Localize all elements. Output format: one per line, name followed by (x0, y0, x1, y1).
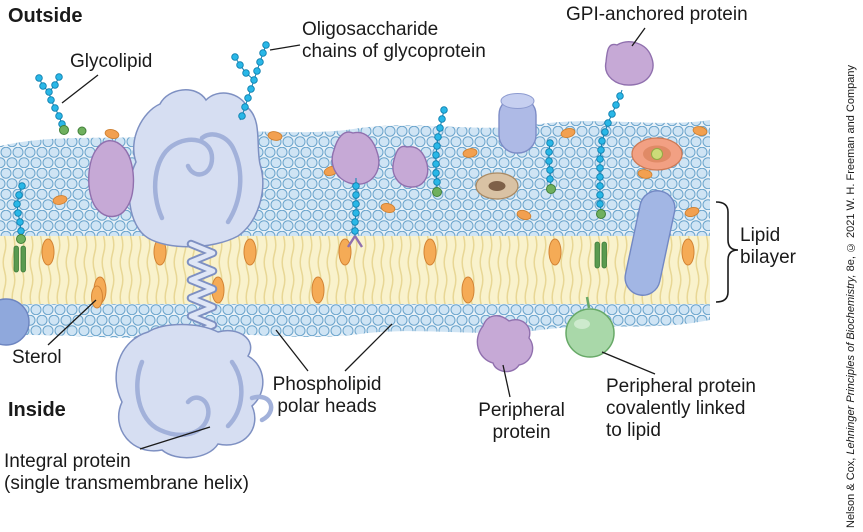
label-outside: Outside (8, 5, 83, 27)
sugar-chain-short (545, 139, 556, 194)
blue-half-disc-protein (0, 298, 30, 346)
sterol-pointed (91, 285, 103, 309)
label-inside: Inside (8, 399, 66, 421)
label-glycolipid: Glycolipid (70, 51, 153, 72)
integral-protein-upper-domain (128, 89, 264, 248)
sterol-molecules (41, 238, 695, 309)
attribution-post: 8e, © 2021 W. H. Freeman and Company (845, 64, 858, 275)
peripheral-protein (476, 315, 534, 373)
label-peripheral-protein: Peripheral protein (478, 400, 565, 444)
integral-protein (115, 89, 274, 459)
label-sterol: Sterol (12, 347, 62, 368)
salmon-pore-protein (631, 137, 683, 171)
hydrophobic-core (0, 236, 710, 306)
glycoprotein-blobs (331, 131, 429, 248)
attribution-book-title: Lehninger Principles of Biochemistry, (845, 274, 858, 455)
blue-cylinder-protein (498, 93, 537, 154)
label-peripheral-protein-lipid: Peripheral protein covalently linked to … (606, 376, 756, 442)
lipid-bilayer-brace (715, 201, 739, 303)
label-gpi-anchored-protein: GPI-anchored protein (566, 4, 748, 25)
purple-surface-protein-left (88, 140, 135, 218)
blue-capsule-protein (624, 190, 676, 296)
label-phospholipid-polar-heads: Phospholipid polar heads (272, 374, 382, 418)
left-edge-glycolipid (13, 182, 26, 273)
label-integral-protein: Integral protein (single transmembrane h… (4, 451, 249, 495)
peripheral-protein-lipid-linked (565, 296, 615, 358)
oligosaccharide-chain (231, 41, 270, 121)
attribution-text: Nelson & Cox, Lehninger Principles of Bi… (843, 0, 861, 532)
sugar-chain-mid (432, 106, 448, 197)
gpi-anchored-protein (594, 41, 654, 269)
label-oligosaccharide: Oligosaccharide chains of glycoprotein (302, 19, 486, 63)
label-lipid-bilayer: Lipid bilayer (740, 225, 796, 269)
attribution-pre: Nelson & Cox, (845, 454, 858, 528)
tan-pore-protein (475, 172, 519, 200)
pointer-lines (47, 27, 656, 450)
glycolipid-chain (35, 73, 87, 136)
